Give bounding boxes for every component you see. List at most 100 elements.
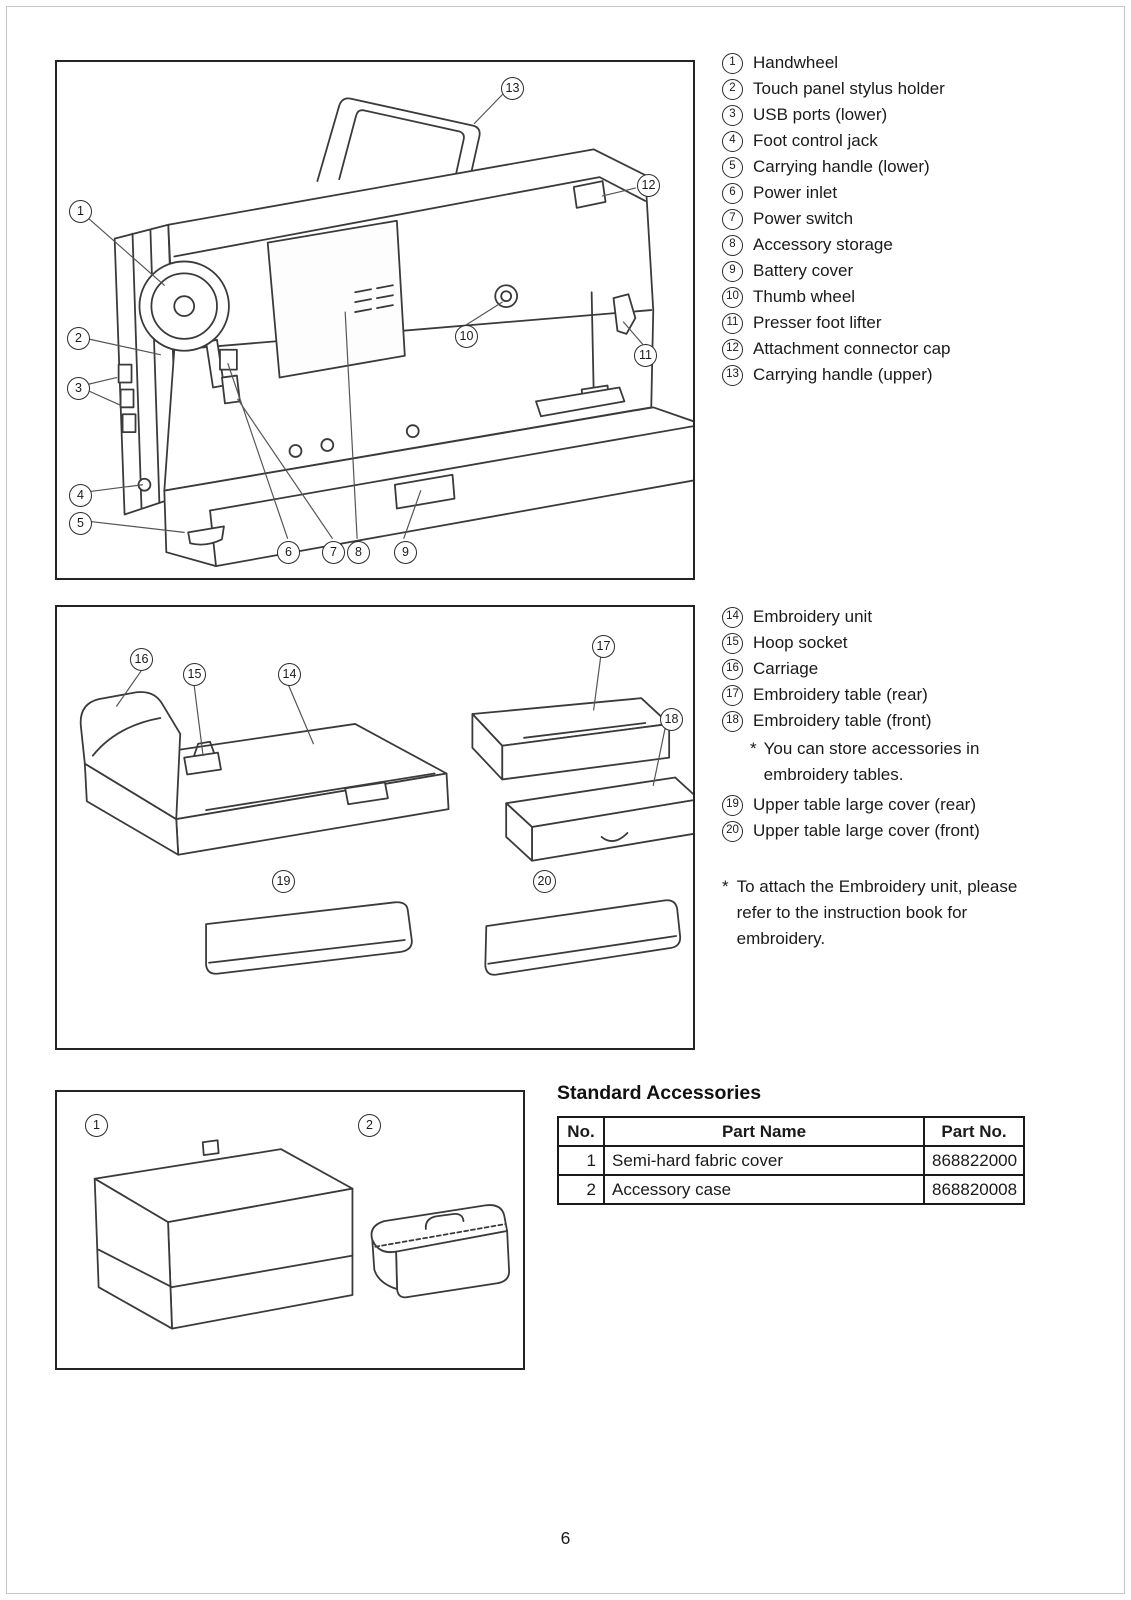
callout-11: 11	[634, 344, 657, 367]
callout-13: 13	[501, 77, 524, 100]
leader-lines	[116, 656, 666, 786]
accessories-table: No. Part Name Part No. 1 Semi-hard fabri…	[557, 1116, 1025, 1205]
list-item: 13 Carrying handle (upper)	[722, 362, 951, 388]
callout-17: 17	[592, 635, 615, 658]
list-item: 14 Embroidery unit	[722, 604, 1052, 630]
list-item: 10 Thumb wheel	[722, 284, 951, 310]
footnote-text: To attach the Embroidery unit, please re…	[736, 877, 1018, 948]
accessory-storage-cover	[266, 219, 406, 379]
cell-no: 2	[557, 1174, 605, 1205]
table-row: 2 Accessory case 868820008	[557, 1174, 1025, 1205]
callout-9: 9	[394, 541, 417, 564]
part-label: Presser foot lifter	[753, 313, 882, 332]
storage-note: * You can store accessories in embroidery…	[750, 736, 1052, 788]
part-number-badge: 3	[722, 104, 743, 126]
callout-3: 3	[67, 377, 90, 400]
part-number-badge: 14	[722, 606, 743, 628]
part-number-badge: 2	[722, 78, 743, 100]
part-number-badge: 18	[722, 710, 743, 732]
part-label: Embroidery table (rear)	[753, 685, 928, 704]
part-number-badge: 11	[722, 312, 743, 334]
accessories-diagram-box: 1 2	[55, 1090, 525, 1370]
hoop-socket	[183, 751, 222, 776]
callout-7: 7	[322, 541, 345, 564]
callout-5: 5	[69, 512, 92, 535]
attachment-connector-cap	[572, 180, 607, 209]
part-number-badge: 4	[722, 130, 743, 152]
part-label: Power inlet	[753, 183, 838, 202]
callout-acc-1: 1	[85, 1114, 108, 1137]
asterisk: *	[750, 739, 757, 758]
part-label: Carrying handle (upper)	[753, 365, 933, 384]
case-zipper	[374, 1223, 507, 1248]
list-item: 16 Carriage	[722, 656, 1052, 682]
cell-part-no: 868822000	[923, 1145, 1025, 1176]
list-item: 12 Attachment connector cap	[722, 336, 951, 362]
machine-diagram-box: 1 2 3 4 5 6 7 8 9 10 11 12 13	[55, 60, 695, 580]
part-number-badge: 8	[722, 234, 743, 256]
callout-acc-2: 2	[358, 1114, 381, 1137]
battery-cover	[393, 473, 456, 510]
part-number-badge: 17	[722, 684, 743, 706]
callout-16: 16	[130, 648, 153, 671]
embroidery-unit-line-art	[79, 656, 693, 976]
callout-2: 2	[67, 327, 90, 350]
embroidery-unit-diagram-box: 16 15 14 17 18 19 20	[55, 605, 695, 1050]
part-number-badge: 13	[722, 364, 743, 386]
part-label: Thumb wheel	[753, 287, 856, 306]
carrying-handle-lower	[187, 525, 225, 546]
part-label: Accessory storage	[753, 235, 893, 254]
usb-ports	[117, 363, 137, 434]
part-label: Touch panel stylus holder	[753, 79, 945, 98]
machine-line-art	[78, 94, 693, 567]
part-number-badge: 12	[722, 338, 743, 360]
callout-10: 10	[455, 325, 478, 348]
callout-12: 12	[637, 174, 660, 197]
callout-4: 4	[69, 484, 92, 507]
callout-1: 1	[69, 200, 92, 223]
table-row: 1 Semi-hard fabric cover 868822000	[557, 1145, 1025, 1176]
part-label: Attachment connector cap	[753, 339, 951, 358]
part-number-badge: 1	[722, 52, 743, 74]
part-number-badge: 19	[722, 794, 743, 816]
part-number-badge: 10	[722, 286, 743, 308]
page-number: 6	[560, 1528, 571, 1548]
callout-14: 14	[278, 663, 301, 686]
list-item: 17 Embroidery table (rear)	[722, 682, 1052, 708]
part-label: Embroidery unit	[753, 607, 873, 626]
table-header-row: No. Part Name Part No.	[557, 1116, 1025, 1147]
part-number-badge: 15	[722, 632, 743, 654]
power-inlet	[219, 348, 238, 371]
part-label: Carriage	[753, 659, 819, 678]
col-header-no: No.	[557, 1116, 605, 1147]
part-number-badge: 9	[722, 260, 743, 282]
part-number-badge: 7	[722, 208, 743, 230]
carrying-handle-upper	[316, 97, 481, 204]
cell-part-name: Semi-hard fabric cover	[603, 1145, 925, 1176]
part-number-badge: 5	[722, 156, 743, 178]
cell-part-name: Accessory case	[603, 1174, 925, 1205]
list-item: 8 Accessory storage	[722, 232, 951, 258]
upper-table-cover-front	[484, 899, 682, 976]
thumb-wheel	[494, 284, 519, 308]
part-number-badge: 20	[722, 820, 743, 842]
accessories-title: Standard Accessories	[557, 1082, 762, 1104]
callout-18: 18	[660, 708, 683, 731]
note-text: You can store accessories in embroidery …	[763, 739, 980, 784]
col-header-part-name: Part Name	[603, 1116, 925, 1147]
part-number-badge: 16	[722, 658, 743, 680]
carriage	[79, 691, 182, 820]
cell-no: 1	[557, 1145, 605, 1176]
